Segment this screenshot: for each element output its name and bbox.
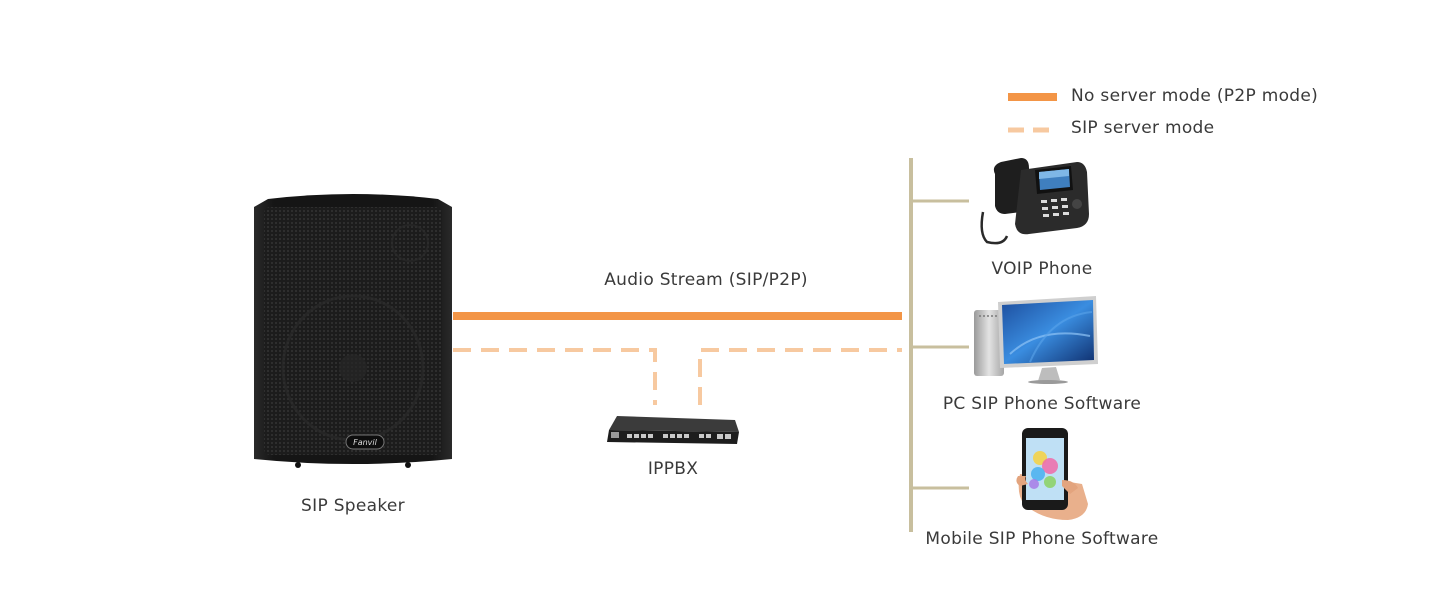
sip-speaker-label: SIP Speaker <box>301 496 405 516</box>
voip-phone-image <box>980 158 1089 245</box>
legend-p2p-label: No server mode (P2P mode) <box>1071 86 1319 106</box>
pc-label: PC SIP Phone Software <box>942 394 1142 414</box>
sip-line-ippbx-to-bus <box>698 348 902 405</box>
legend-sip-label: SIP server mode <box>1071 118 1215 138</box>
mobile-label: Mobile SIP Phone Software <box>925 529 1159 549</box>
speaker-brand-logo: Fanvil <box>353 438 378 447</box>
sip-speaker-image: Fanvil <box>254 194 452 468</box>
ippbx-label: IPPBX <box>647 459 699 479</box>
sip-line-speaker-to-ippbx <box>453 348 657 405</box>
voip-phone-label: VOIP Phone <box>991 259 1093 279</box>
audio-stream-label: Audio Stream (SIP/P2P) <box>604 270 808 290</box>
ippbx-image <box>607 416 739 444</box>
pc-image <box>974 296 1098 384</box>
mobile-image <box>1016 428 1088 520</box>
